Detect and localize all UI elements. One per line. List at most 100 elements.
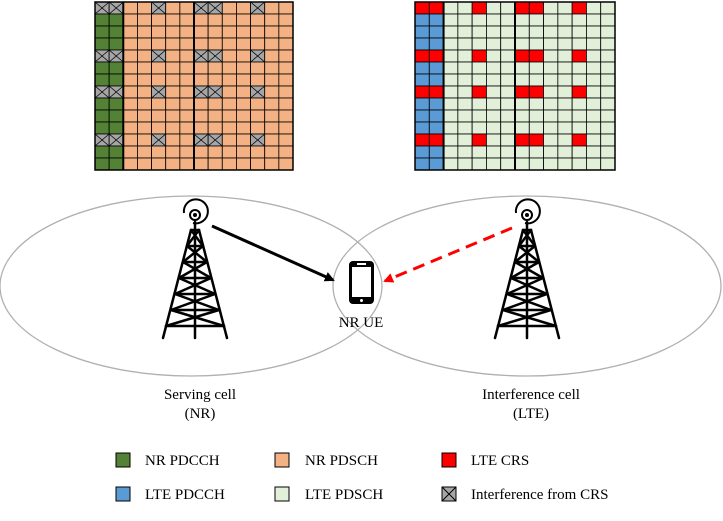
- pdsch-cell: [278, 157, 294, 171]
- pdsch-cell: [500, 109, 516, 123]
- pdsch-cell: [264, 61, 280, 75]
- pdsch-cell: [457, 121, 473, 135]
- pdsch-cell: [207, 73, 223, 87]
- pdsch-cell: [557, 37, 573, 51]
- pdsch-cell: [250, 13, 266, 27]
- pdsch-cell: [443, 73, 459, 87]
- interference-mark: [193, 85, 209, 99]
- pdsch-cell: [236, 109, 251, 123]
- pdsch-cell: [543, 37, 559, 51]
- crs-cell: [414, 1, 430, 15]
- pdsch-cell: [151, 37, 167, 51]
- pdsch-cell: [486, 157, 502, 171]
- pdsch-cell: [207, 157, 223, 171]
- pdsch-cell: [557, 1, 573, 15]
- pdsch-cell: [221, 97, 237, 111]
- pdsch-cell: [528, 25, 544, 39]
- pdsch-cell: [586, 1, 602, 15]
- pdsch-cell: [250, 73, 266, 87]
- pdcch-cell: [414, 157, 430, 171]
- pdsch-cell: [557, 145, 573, 159]
- pdsch-cell: [165, 145, 181, 159]
- pdsch-cell: [443, 145, 459, 159]
- pdsch-cell: [543, 85, 559, 99]
- pdsch-cell: [278, 133, 294, 147]
- pdsch-cell: [250, 97, 266, 111]
- pdsch-cell: [165, 37, 181, 51]
- pdcch-cell: [414, 37, 430, 51]
- pdsch-cell: [443, 25, 459, 39]
- pdcch-cell: [428, 37, 444, 51]
- pdsch-cell: [600, 49, 616, 63]
- pdsch-cell: [207, 145, 223, 159]
- pdsch-cell: [571, 97, 587, 111]
- pdcch-cell: [428, 97, 444, 111]
- interference-mark: [94, 49, 110, 63]
- pdsch-cell: [151, 25, 167, 39]
- pdsch-cell: [264, 73, 280, 87]
- pdsch-cell: [137, 121, 152, 135]
- pdcch-cell: [108, 121, 124, 135]
- crs-cell: [571, 1, 587, 15]
- pdsch-cell: [179, 1, 195, 15]
- pdsch-cell: [221, 85, 237, 99]
- pdsch-cell: [221, 109, 237, 123]
- pdsch-cell: [486, 49, 502, 63]
- legend-label-nr-pdsch: NR PDSCH: [305, 453, 378, 469]
- pdsch-cell: [500, 121, 516, 135]
- pdsch-cell: [586, 121, 602, 135]
- pdsch-cell: [500, 145, 516, 159]
- pdsch-cell: [179, 37, 195, 51]
- pdsch-cell: [278, 85, 294, 99]
- pdsch-cell: [586, 109, 602, 123]
- pdsch-cell: [165, 13, 181, 27]
- pdsch-cell: [236, 157, 251, 171]
- pdsch-cell: [179, 157, 195, 171]
- legend-label-interference: Interference from CRS: [471, 487, 608, 503]
- pdsch-cell: [221, 37, 237, 51]
- pdsch-cell: [600, 157, 616, 171]
- pdcch-cell: [428, 73, 444, 87]
- pdsch-cell: [543, 49, 559, 63]
- interference-tower-icon: [493, 198, 561, 340]
- pdsch-cell: [165, 61, 181, 75]
- interference-mark: [94, 1, 110, 15]
- pdsch-cell: [486, 73, 502, 87]
- crs-cell: [514, 133, 530, 147]
- crs-cell: [528, 133, 544, 147]
- pdsch-cell: [250, 37, 266, 51]
- pdsch-cell: [486, 133, 502, 147]
- pdsch-cell: [165, 73, 181, 87]
- pdsch-cell: [543, 25, 559, 39]
- pdcch-cell: [108, 37, 124, 51]
- interference-mark: [151, 1, 166, 15]
- pdcch-cell: [414, 61, 430, 75]
- pdsch-cell: [278, 121, 294, 135]
- interference-mark: [207, 133, 223, 147]
- pdcch-cell: [94, 61, 110, 75]
- pdsch-cell: [137, 97, 152, 111]
- pdcch-cell: [94, 157, 110, 171]
- pdsch-cell: [443, 97, 459, 111]
- pdsch-cell: [543, 61, 559, 75]
- pdsch-cell: [250, 109, 266, 123]
- pdsch-cell: [586, 97, 602, 111]
- pdsch-cell: [528, 73, 544, 87]
- serving-signal-arrow: [211, 224, 335, 282]
- pdsch-cell: [443, 1, 459, 15]
- pdcch-cell: [108, 97, 124, 111]
- pdsch-cell: [514, 13, 530, 27]
- pdsch-cell: [221, 25, 237, 39]
- pdsch-cell: [600, 13, 616, 27]
- legend: NR PDCCH NR PDSCH LTE CRS LTE PDCCH LTE …: [115, 452, 608, 503]
- crs-cell: [528, 49, 544, 63]
- pdsch-cell: [193, 25, 209, 39]
- pdcch-cell: [94, 121, 110, 135]
- pdsch-cell: [137, 37, 152, 51]
- interference-mark: [207, 49, 223, 63]
- pdcch-cell: [414, 97, 430, 111]
- interference-mark: [250, 133, 265, 147]
- crs-cell: [428, 1, 444, 15]
- pdsch-cell: [586, 157, 602, 171]
- crs-cell: [471, 85, 487, 99]
